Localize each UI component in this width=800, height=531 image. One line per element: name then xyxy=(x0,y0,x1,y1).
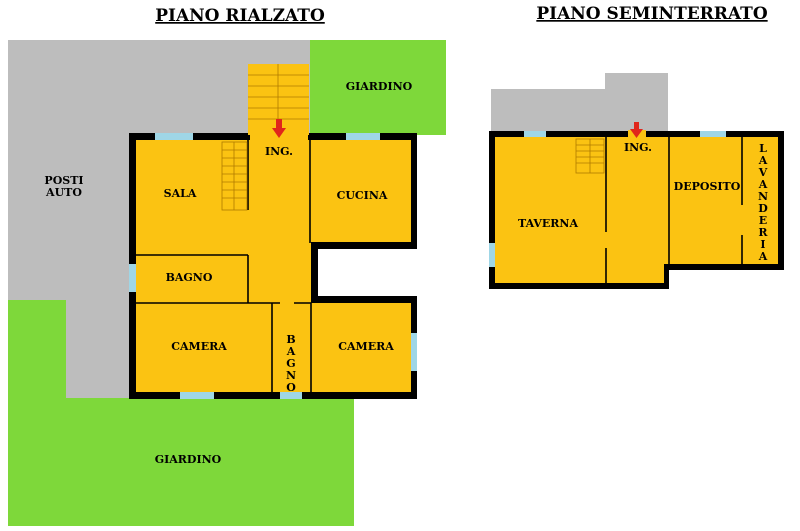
label-basement-ingresso: ING. xyxy=(624,141,652,154)
basement-interior xyxy=(495,137,778,283)
svg-text:B: B xyxy=(286,333,295,346)
title-piano-rialzato: PIANO RIALZATO xyxy=(155,6,325,26)
label-camera-right: CAMERA xyxy=(338,340,394,353)
svg-text:R: R xyxy=(758,226,768,239)
interior-stair xyxy=(221,141,248,211)
basement-entrance-arrow-icon xyxy=(630,122,643,138)
svg-text:O: O xyxy=(286,381,296,394)
svg-text:V: V xyxy=(758,166,768,179)
window xyxy=(489,243,495,267)
window xyxy=(700,131,726,137)
svg-text:L: L xyxy=(759,142,767,155)
window xyxy=(280,392,302,399)
label-camera-left: CAMERA xyxy=(171,340,227,353)
basement-plan: ING. TAVERNA DEPOSITO L A V A N D E R I … xyxy=(489,73,784,289)
svg-text:E: E xyxy=(759,214,767,227)
svg-text:N: N xyxy=(286,369,296,382)
svg-text:A: A xyxy=(758,178,768,191)
window xyxy=(346,133,380,140)
label-giardino-bottom: GIARDINO xyxy=(155,453,222,466)
garden-top xyxy=(310,40,446,135)
label-bagno: BAGNO xyxy=(166,271,213,284)
window xyxy=(411,333,417,371)
basement-interior-walls xyxy=(605,137,743,283)
basement-stair xyxy=(575,138,605,174)
label-bagno-vertical: B A G N O xyxy=(286,333,296,394)
label-auto: AUTO xyxy=(45,186,82,199)
label-cucina: CUCINA xyxy=(337,189,388,202)
title-piano-seminterrato: PIANO SEMINTERRATO xyxy=(536,4,768,24)
window xyxy=(155,133,193,140)
garden-bottom xyxy=(8,300,354,526)
label-posti: POSTI xyxy=(44,174,83,187)
svg-text:A: A xyxy=(758,250,768,263)
window xyxy=(524,131,546,137)
label-ingresso: ING. xyxy=(265,145,293,158)
svg-text:G: G xyxy=(286,357,295,370)
basement-grey-area xyxy=(491,73,668,131)
window xyxy=(129,264,136,292)
label-giardino-top: GIARDINO xyxy=(346,80,413,93)
label-sala: SALA xyxy=(164,187,197,200)
svg-text:D: D xyxy=(758,202,768,215)
svg-text:A: A xyxy=(758,154,768,167)
entrance-arrow-icon xyxy=(272,119,286,138)
svg-text:I: I xyxy=(760,238,765,251)
window xyxy=(180,392,214,399)
ground-floor-plan: ING. SALA CUCINA BAGNO CAMERA CAMERA POS… xyxy=(8,40,446,526)
external-stair-steps xyxy=(248,64,309,135)
label-deposito: DEPOSITO xyxy=(674,180,741,193)
ground-floor-interior xyxy=(136,140,411,392)
parking-area xyxy=(8,40,310,398)
label-taverna: TAVERNA xyxy=(518,217,578,230)
label-lavanderia-vertical: L A V A N D E R I A xyxy=(758,142,769,263)
ground-floor-interior-walls xyxy=(136,140,312,392)
svg-text:A: A xyxy=(286,345,296,358)
svg-text:N: N xyxy=(758,190,768,203)
